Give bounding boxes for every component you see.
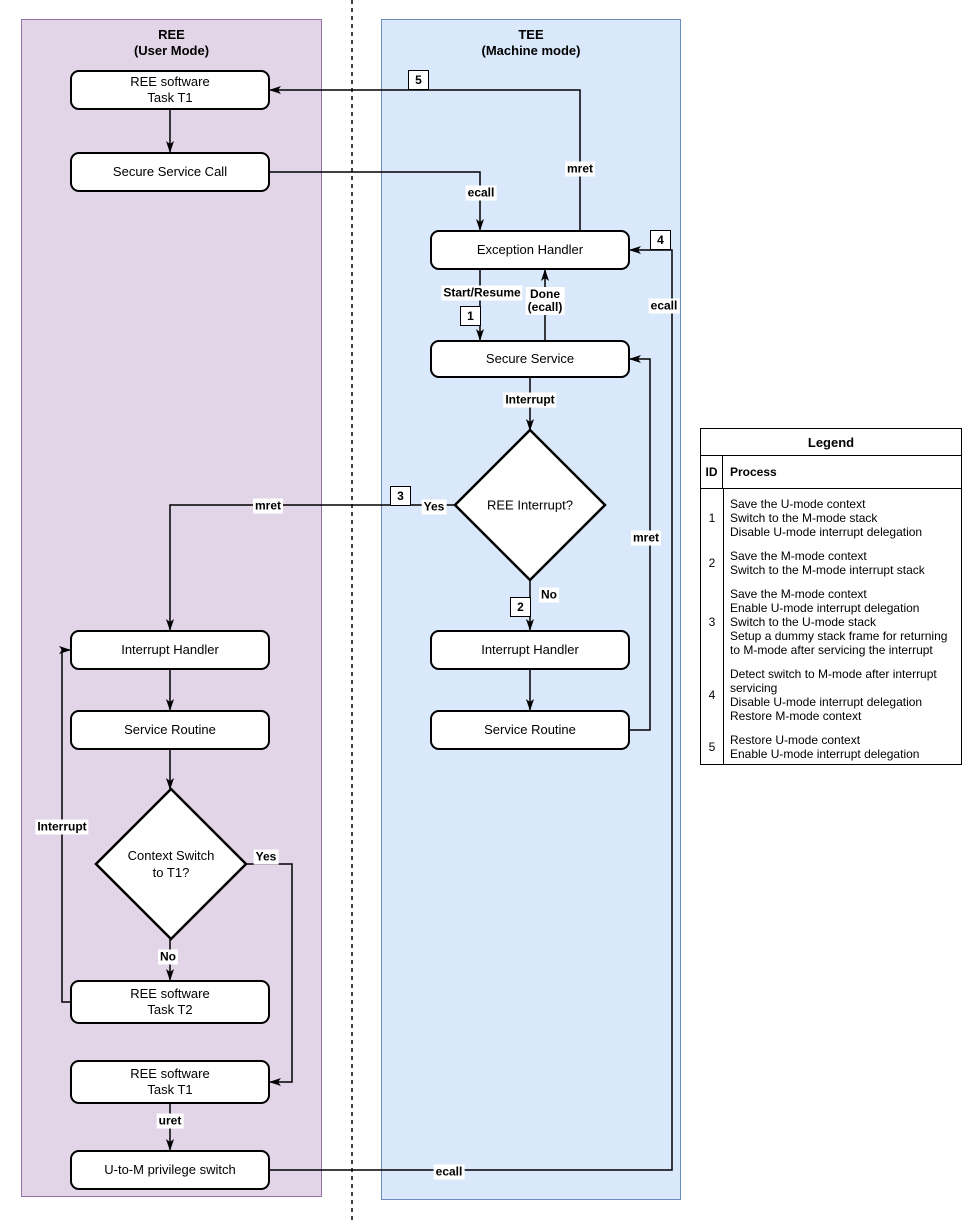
node-u-to-m-privilege-switch: U-to-M privilege switch	[70, 1150, 270, 1190]
legend-row-5: 5 Restore U-mode context Enable U-mode i…	[701, 733, 961, 761]
legend-header-row: ID Process	[701, 456, 961, 489]
node-label: REE software	[130, 1066, 210, 1081]
legend-line: Save the M-mode context	[730, 549, 867, 563]
node-ree-software-task-t1-top: REE software Task T1	[70, 70, 270, 110]
legend-line: Detect switch to M-mode after interrupt …	[730, 667, 937, 695]
legend-line: Restore M-mode context	[730, 709, 862, 723]
decision-label: REE Interrupt?	[487, 497, 573, 513]
edge-label-interrupt-ree: Interrupt	[35, 819, 89, 835]
legend-row-id: 5	[708, 740, 716, 754]
edge-label-done-ecall: Done (ecall)	[525, 287, 565, 315]
tee-title-line1: TEE	[518, 27, 544, 42]
node-label: U-to-M privilege switch	[104, 1162, 236, 1177]
ree-title-line1: REE	[158, 27, 185, 42]
legend-line: Restore U-mode context	[730, 733, 861, 747]
decision-line2: to T1?	[152, 865, 190, 880]
decision-line1: Context Switch	[127, 848, 215, 863]
legend-row-process: Save the M-mode context Switch to the M-…	[723, 549, 961, 577]
legend-row-id: 4	[708, 688, 716, 702]
legend-body: 1 Save the U-mode context Switch to the …	[701, 489, 961, 764]
node-secure-service: Secure Service	[430, 340, 630, 378]
legend-row-process: Save the M-mode context Enable U-mode in…	[723, 587, 961, 657]
edge-label-ecall-right: ecall	[648, 298, 680, 314]
edge-label-mret-right: mret	[630, 530, 662, 546]
edge-label-ecall-top: ecall	[465, 185, 497, 201]
legend-row-2: 2 Save the M-mode context Switch to the …	[701, 549, 961, 577]
legend-row-process: Detect switch to M-mode after interrupt …	[723, 667, 961, 723]
legend-line: Enable U-mode interrupt delegation	[730, 601, 920, 615]
legend-line: Switch to the M-mode interrupt stack	[730, 563, 925, 577]
edge-label-no-tee: No	[539, 587, 559, 603]
legend-row-process: Save the U-mode context Switch to the M-…	[723, 497, 961, 539]
legend-row-1: 1 Save the U-mode context Switch to the …	[701, 497, 961, 539]
step-badge-3: 3	[390, 486, 411, 506]
edge-label-start-resume: Start/Resume	[441, 285, 523, 301]
legend-line: Setup a dummy stack frame for returning …	[730, 629, 948, 657]
tee-panel-title: TEE (Machine mode)	[381, 27, 681, 59]
edge-label-yes-ree: Yes	[253, 849, 279, 865]
edge-label-no-ree: No	[158, 949, 178, 965]
step-badge-5: 5	[408, 70, 429, 90]
legend-line: Save the U-mode context	[730, 497, 866, 511]
legend-row-3: 3 Save the M-mode context Enable U-mode …	[701, 587, 961, 657]
node-ree-software-task-t2: REE software Task T2	[70, 980, 270, 1024]
legend-line: Switch to the U-mode stack	[730, 615, 877, 629]
edge-label-uret: uret	[156, 1113, 184, 1129]
node-ree-software-task-t1-bottom: REE software Task T1	[70, 1060, 270, 1104]
node-exception-handler: Exception Handler	[430, 230, 630, 270]
edge-label-interrupt-tee: Interrupt	[503, 392, 557, 408]
node-label: Exception Handler	[476, 242, 584, 257]
step-badge-1: 1	[460, 306, 481, 326]
node-label: Task T2	[147, 1002, 193, 1017]
node-label: Service Routine	[124, 722, 216, 737]
legend-line: Save the M-mode context	[730, 587, 867, 601]
node-tee-service-routine: Service Routine	[430, 710, 630, 750]
done-line1: Done	[530, 287, 560, 301]
edge-label-mret-top: mret	[564, 161, 596, 177]
node-context-switch-decision-label: Context Switch to T1?	[128, 847, 215, 881]
node-label: Service Routine	[484, 722, 576, 737]
done-line2: (ecall)	[527, 300, 563, 314]
legend-col-process: Process	[730, 465, 777, 479]
node-label: REE software	[130, 986, 210, 1001]
node-label: Interrupt Handler	[121, 642, 219, 657]
legend-row-process: Restore U-mode context Enable U-mode int…	[723, 733, 961, 761]
ree-panel-title: REE (User Mode)	[21, 27, 322, 59]
node-label: REE software	[130, 74, 210, 89]
legend-line: Enable U-mode interrupt delegation	[730, 747, 920, 761]
node-label: Task T1	[147, 90, 193, 105]
legend-col-id: ID	[701, 456, 723, 488]
step-badge-4: 4	[650, 230, 671, 250]
legend-row-id: 1	[708, 511, 716, 525]
legend-row-id: 3	[708, 615, 716, 629]
legend-line: Switch to the M-mode stack	[730, 511, 878, 525]
legend-line: Disable U-mode interrupt delegation	[730, 695, 923, 709]
node-ree-interrupt-handler: Interrupt Handler	[70, 630, 270, 670]
legend-line: Disable U-mode interrupt delegation	[730, 525, 923, 539]
node-label: Task T1	[147, 1082, 193, 1097]
node-label: Secure Service	[485, 351, 575, 366]
node-ree-service-routine: Service Routine	[70, 710, 270, 750]
legend-title: Legend	[701, 429, 961, 456]
ree-title-line2: (User Mode)	[133, 43, 210, 58]
node-label: Secure Service Call	[112, 164, 228, 179]
node-tee-interrupt-handler: Interrupt Handler	[430, 630, 630, 670]
tee-title-line2: (Machine mode)	[481, 43, 581, 58]
node-ree-interrupt-decision-label: REE Interrupt?	[487, 497, 573, 514]
node-secure-service-call: Secure Service Call	[70, 152, 270, 192]
legend-row-id: 2	[708, 556, 716, 570]
edge-label-yes-tee: Yes	[421, 499, 447, 515]
edge-label-mret-left: mret	[252, 498, 284, 514]
legend-table: Legend ID Process 1 Save the U-mode cont…	[700, 428, 962, 765]
edge-label-ecall-bottom: ecall	[433, 1164, 465, 1180]
legend-row-4: 4 Detect switch to M-mode after interrup…	[701, 667, 961, 723]
tee-panel	[381, 19, 681, 1200]
node-label: Interrupt Handler	[481, 642, 579, 657]
step-badge-2: 2	[510, 597, 531, 617]
